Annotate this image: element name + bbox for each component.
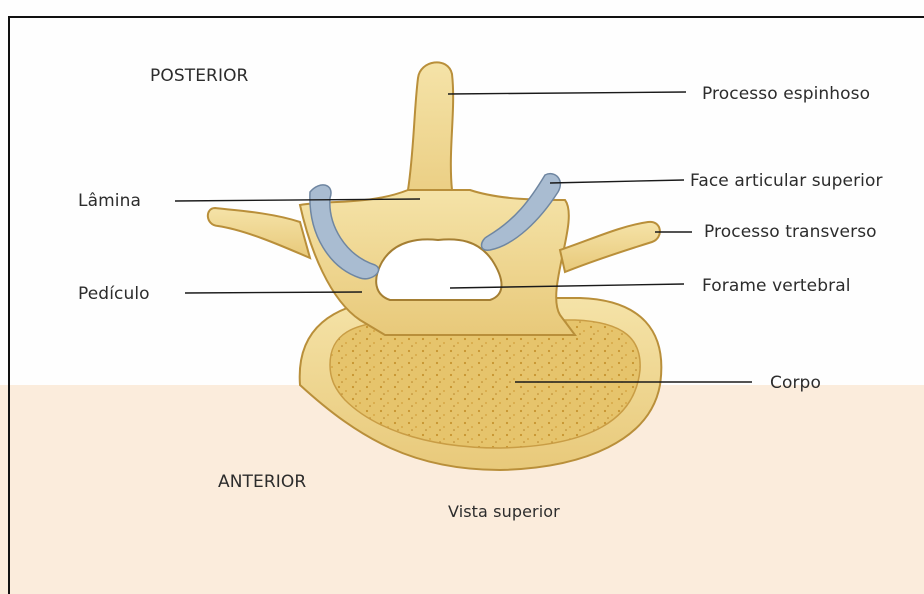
label-posterior: POSTERIOR (150, 66, 248, 86)
label-lamina: Lâmina (78, 191, 141, 211)
leader-processo-espinhoso (448, 92, 686, 94)
vertebral-arch (208, 62, 660, 335)
label-anterior: ANTERIOR (218, 472, 306, 492)
label-corpo: Corpo (770, 373, 821, 393)
caption-vista-superior: Vista superior (448, 502, 560, 522)
label-forame-vertebral: Forame vertebral (702, 276, 851, 296)
frame-top-border (8, 16, 924, 18)
label-processo-transverso: Processo transverso (704, 222, 877, 242)
label-face-articular-superior: Face articular superior (690, 171, 883, 191)
label-pediculo: Pedículo (78, 284, 150, 304)
frame-left-border (8, 16, 10, 594)
label-processo-espinhoso: Processo espinhoso (702, 84, 870, 104)
leader-face-articular (550, 180, 684, 183)
